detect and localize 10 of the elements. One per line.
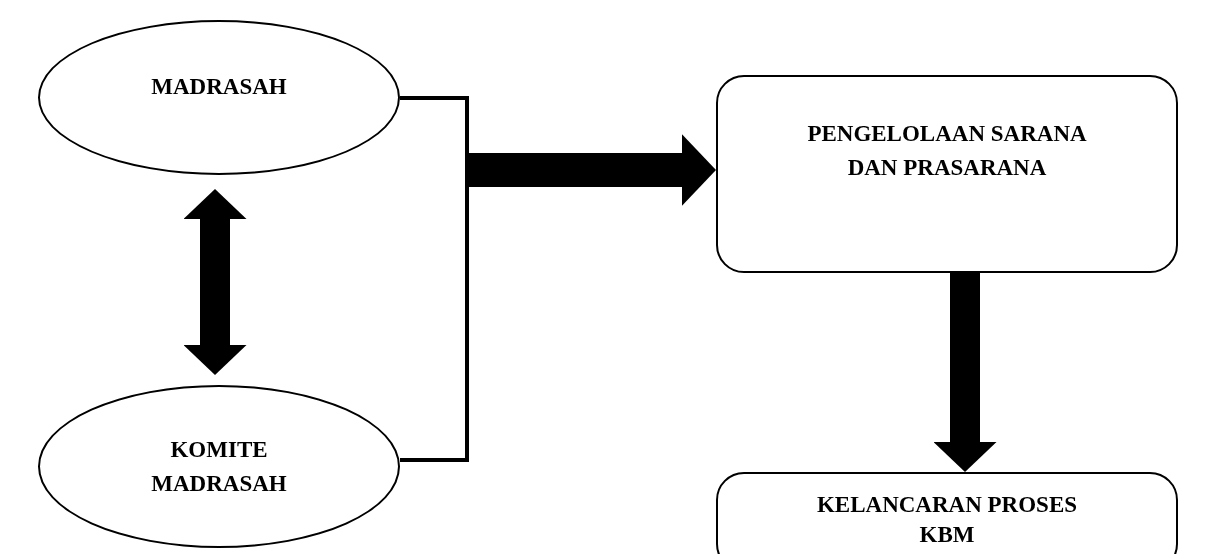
node-label: PENGELOLAAN SARANA DAN PRASARANA <box>806 120 1088 182</box>
node-label: KOMITE MADRASAH <box>150 435 288 498</box>
block-arrow <box>467 136 716 204</box>
rounded-box <box>716 472 1178 554</box>
node-label: MADRASAH <box>150 73 288 101</box>
node-label: KELANCARAN PROSES KBM <box>815 491 1079 549</box>
rounded-box <box>716 75 1178 273</box>
bracket-line <box>400 170 469 462</box>
block-arrow <box>185 189 245 375</box>
bracket-line <box>400 96 469 170</box>
